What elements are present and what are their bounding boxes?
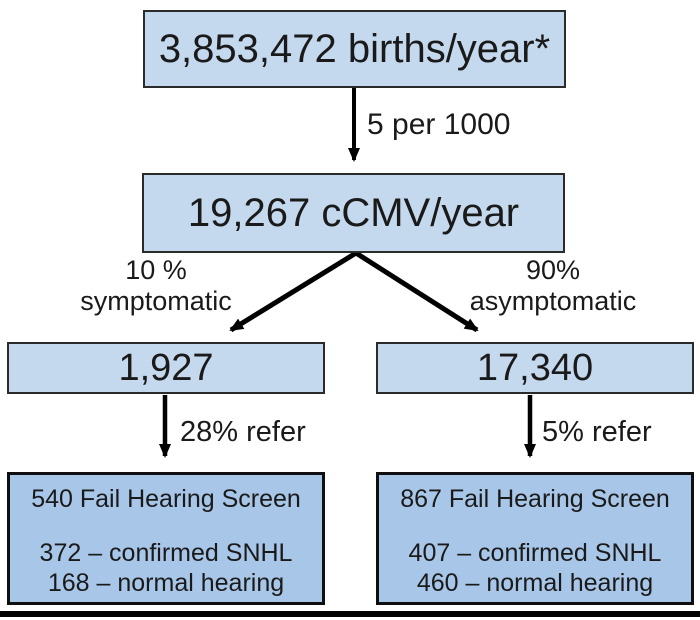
- node-fail-screen-symptomatic: 540 Fail Hearing Screen 372 – confirmed …: [7, 472, 325, 605]
- figure-bottom-rule: [0, 611, 700, 617]
- edge-label-rate: 5 per 1000: [367, 108, 511, 141]
- fail-left-normal: 168 – normal hearing: [47, 569, 285, 597]
- arrow-ccmv-to-asymptomatic: [354, 250, 479, 333]
- arrow-ccmv-to-symptomatic: [229, 250, 358, 333]
- node-symptomatic-count: 1,927: [7, 342, 325, 394]
- edge-label-asymptomatic: 90% asymptomatic: [458, 255, 648, 317]
- fail-right-title: 867 Fail Hearing Screen: [400, 485, 670, 513]
- symptomatic-percent: 10 %: [125, 255, 187, 285]
- node-ccmv-per-year-label: 19,267 cCMV/year: [187, 190, 520, 235]
- edge-label-symptomatic: 10 % symptomatic: [56, 255, 256, 317]
- node-asymptomatic-count: 17,340: [376, 342, 694, 394]
- node-fail-screen-asymptomatic: 867 Fail Hearing Screen 407 – confirmed …: [376, 472, 694, 605]
- node-ccmv-per-year: 19,267 cCMV/year: [142, 173, 565, 253]
- fail-left-confirmed: 372 – confirmed SNHL: [39, 539, 293, 567]
- node-symptomatic-count-label: 1,927: [118, 346, 214, 389]
- fail-right-confirmed: 407 – confirmed SNHL: [408, 539, 662, 567]
- node-total-births-label: 3,853,472 births/year*: [158, 26, 551, 71]
- edge-label-refer-left: 28% refer: [180, 416, 306, 448]
- fail-right-normal: 460 – normal hearing: [416, 569, 654, 597]
- edge-label-refer-right: 5% refer: [542, 416, 652, 448]
- asymptomatic-percent: 90%: [525, 255, 581, 285]
- node-asymptomatic-count-label: 17,340: [476, 346, 594, 389]
- symptomatic-word: symptomatic: [80, 286, 232, 316]
- node-total-births: 3,853,472 births/year*: [143, 10, 566, 88]
- fail-left-title: 540 Fail Hearing Screen: [31, 485, 301, 513]
- asymptomatic-word: asymptomatic: [469, 286, 637, 316]
